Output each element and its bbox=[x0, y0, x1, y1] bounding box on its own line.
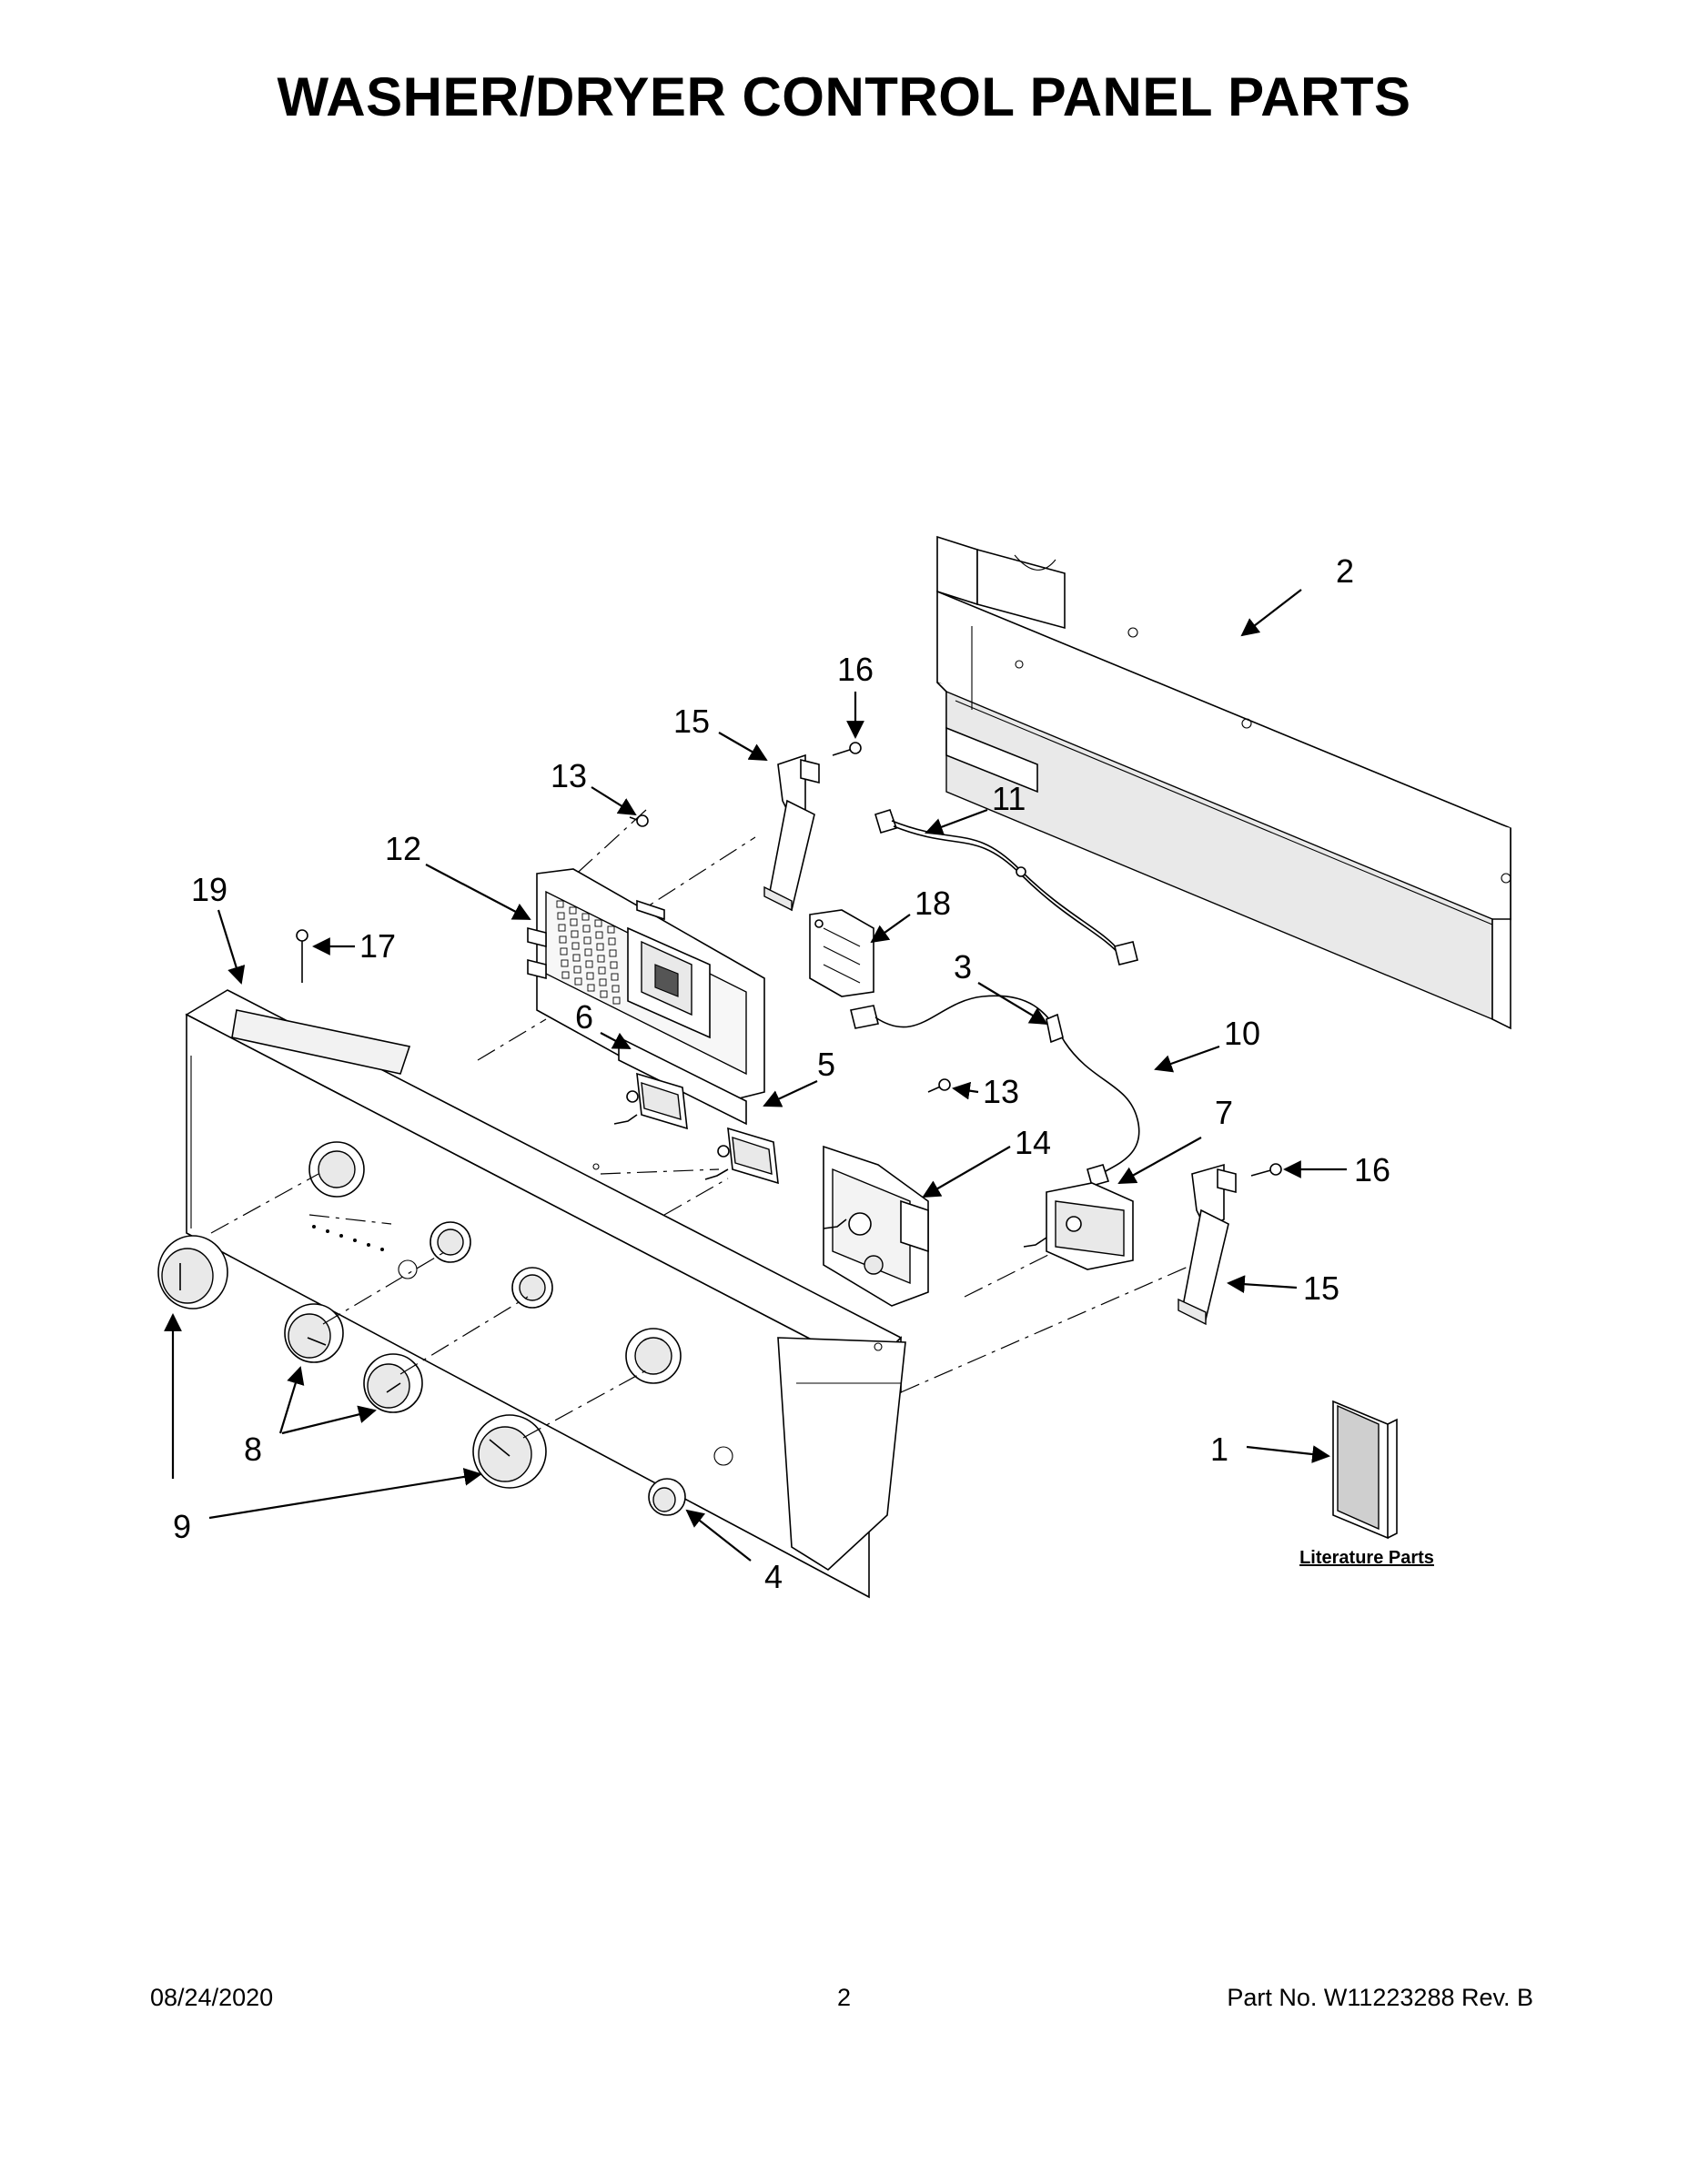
callout-4: 4 bbox=[764, 1558, 783, 1595]
board-grid-hole bbox=[596, 943, 604, 951]
board-grid-hole bbox=[560, 947, 568, 956]
board-grid-hole bbox=[612, 985, 620, 993]
callout-18: 18 bbox=[915, 885, 951, 922]
literature-label: Literature Parts bbox=[1299, 1548, 1434, 1568]
screw-13-lower bbox=[927, 1078, 951, 1093]
push-button bbox=[648, 1478, 686, 1516]
board-grid-hole bbox=[561, 971, 570, 979]
knob-large-left bbox=[157, 1235, 228, 1309]
board-grid-hole bbox=[600, 990, 608, 998]
board-grid-hole bbox=[574, 977, 582, 986]
wire-harness-11 bbox=[874, 809, 1138, 966]
footer-page-number: 2 bbox=[836, 1984, 852, 2011]
board-grid-holes bbox=[556, 900, 621, 1005]
leader-arrows bbox=[164, 589, 1347, 1562]
callout-15-upper: 15 bbox=[673, 703, 710, 740]
board-grid-hole bbox=[573, 966, 581, 974]
footer-part-number: Part No. W11223288 Rev. B bbox=[1227, 1984, 1533, 2011]
callout-15-lower: 15 bbox=[1303, 1269, 1339, 1307]
mounting-bracket-lower bbox=[1178, 1163, 1237, 1326]
board-grid-hole bbox=[595, 931, 603, 939]
board-grid-hole bbox=[572, 954, 581, 962]
board-grid-hole bbox=[587, 984, 595, 992]
board-grid-hole bbox=[610, 961, 618, 969]
board-grid-hole bbox=[559, 935, 567, 944]
board-grid-hole bbox=[586, 972, 594, 980]
board-grid-hole bbox=[569, 906, 577, 915]
indicator-dots bbox=[312, 1225, 384, 1251]
callout-11: 11 bbox=[992, 780, 1026, 817]
board-grid-hole bbox=[597, 955, 605, 963]
callout-8: 8 bbox=[244, 1431, 262, 1468]
screw-16-upper bbox=[832, 742, 862, 756]
callout-3: 3 bbox=[954, 948, 972, 986]
board-grid-hole bbox=[558, 924, 566, 932]
screw-13-upper bbox=[629, 814, 649, 827]
screw-17 bbox=[296, 929, 308, 983]
callout-17: 17 bbox=[359, 927, 396, 965]
callout-19: 19 bbox=[191, 871, 227, 908]
board-grid-hole bbox=[584, 948, 592, 956]
switch-5 bbox=[704, 1127, 779, 1185]
timer-14 bbox=[823, 1145, 929, 1307]
board-grid-hole bbox=[607, 925, 615, 934]
callout-14: 14 bbox=[1015, 1124, 1051, 1161]
board-grid-hole bbox=[594, 919, 602, 927]
knob-large-right bbox=[472, 1414, 547, 1489]
callout-5: 5 bbox=[817, 1046, 835, 1083]
callout-12: 12 bbox=[385, 830, 421, 867]
board-grid-hole bbox=[585, 960, 593, 968]
switch-6 bbox=[613, 1072, 688, 1130]
callout-16-upper: 16 bbox=[837, 651, 874, 688]
board-grid-hole bbox=[611, 973, 619, 981]
callout-1: 1 bbox=[1210, 1431, 1228, 1468]
callout-7: 7 bbox=[1215, 1094, 1233, 1131]
board-grid-hole bbox=[583, 936, 591, 945]
callout-9: 9 bbox=[173, 1508, 191, 1545]
rotary-switch-7 bbox=[1023, 1182, 1134, 1270]
board-grid-hole bbox=[609, 949, 617, 957]
sensor-board-18 bbox=[809, 909, 874, 997]
board-grid-hole bbox=[582, 925, 591, 933]
callout-2: 2 bbox=[1336, 552, 1354, 590]
board-grid-hole bbox=[581, 913, 590, 921]
board-grid-hole bbox=[598, 966, 606, 975]
board-grid-hole bbox=[556, 900, 564, 908]
footer-date: 08/24/2020 bbox=[150, 1984, 274, 2011]
board-grid-hole bbox=[571, 942, 580, 950]
callout-16-lower: 16 bbox=[1354, 1151, 1390, 1188]
console-housing bbox=[185, 989, 906, 1599]
page-title: WASHER/DRYER CONTROL PANEL PARTS bbox=[277, 66, 1411, 127]
board-grid-hole bbox=[571, 930, 579, 938]
callout-13-lower: 13 bbox=[983, 1073, 1019, 1110]
mounting-bracket-upper bbox=[763, 753, 820, 912]
callout-6: 6 bbox=[575, 998, 593, 1036]
board-grid-hole bbox=[570, 918, 578, 926]
board-grid-hole bbox=[608, 937, 616, 945]
wire-lead-3-10 bbox=[850, 995, 1140, 1187]
callout-13-upper: 13 bbox=[551, 757, 587, 794]
board-grid-hole bbox=[599, 978, 607, 986]
callout-10: 10 bbox=[1224, 1015, 1260, 1052]
board-grid-hole bbox=[612, 996, 621, 1005]
screw-16-lower bbox=[1250, 1163, 1282, 1177]
knob-small-upper bbox=[284, 1303, 344, 1363]
literature-book bbox=[1332, 1400, 1398, 1540]
knob-small-lower bbox=[363, 1353, 423, 1413]
rear-channel-bracket bbox=[936, 535, 1511, 1030]
board-grid-hole bbox=[561, 959, 569, 967]
board-grid-hole bbox=[557, 912, 565, 920]
